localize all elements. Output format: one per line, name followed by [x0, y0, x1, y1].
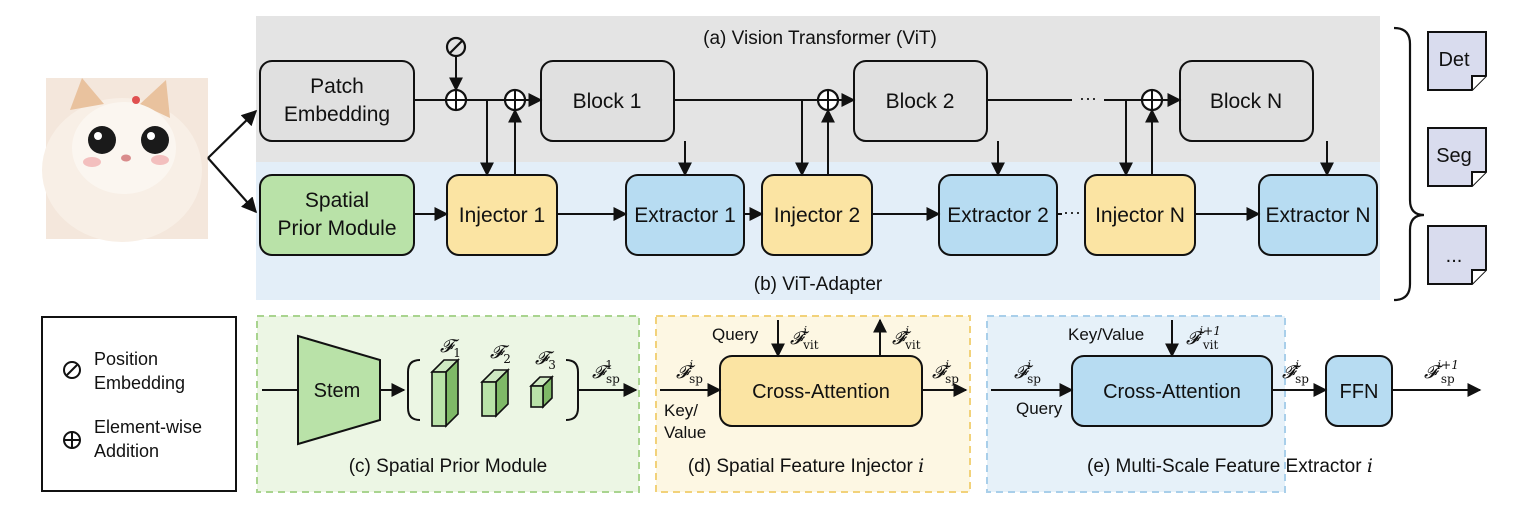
output-more-doc: ... — [1427, 225, 1487, 285]
spatial-prior-module-block: Spatial Prior Module — [259, 174, 415, 256]
svg-text:Embedding: Embedding — [284, 103, 390, 126]
svg-text:Det: Det — [1438, 49, 1470, 71]
svg-text:Block 1: Block 1 — [573, 90, 642, 113]
vit-ellipsis: ··· — [1079, 88, 1097, 108]
extractor-detail-title: (e) Multi-Scale Feature Extractor i — [1087, 455, 1373, 477]
svg-text:Block 2: Block 2 — [886, 90, 955, 113]
add-icon-1 — [444, 88, 468, 112]
stem-label: Stem — [314, 380, 361, 402]
ffn-label: FFN — [1340, 381, 1379, 403]
feature-cuboid-1 — [430, 358, 460, 428]
svg-text:Block N: Block N — [1210, 90, 1282, 113]
injector-kv-label-1: Key/ — [664, 401, 698, 420]
svg-text:...: ... — [1446, 245, 1463, 267]
legend: Position Embedding Element-wise Addition — [41, 316, 237, 492]
svg-text:Extractor N: Extractor N — [1265, 204, 1370, 227]
input-image — [42, 78, 208, 242]
block-1: Block 1 — [540, 60, 675, 142]
legend-position-embedding-icon — [63, 361, 81, 379]
block-2: Block 2 — [853, 60, 988, 142]
svg-text:Injector 1: Injector 1 — [459, 204, 545, 227]
svg-text:Spatial: Spatial — [305, 189, 369, 212]
injector-kv-label-2: Value — [664, 423, 706, 442]
svg-text:Injector 2: Injector 2 — [774, 204, 860, 227]
extractor-2-block: Extractor 2 — [938, 174, 1058, 256]
add-icon-4 — [1140, 88, 1164, 112]
svg-text:Seg: Seg — [1436, 145, 1472, 167]
svg-text:Extractor 1: Extractor 1 — [634, 204, 736, 227]
legend-add-label-1: Element-wise — [94, 417, 202, 437]
legend-pos-label-1: Position — [94, 349, 158, 369]
injector-1-block: Injector 1 — [446, 174, 558, 256]
output-seg-doc: Seg — [1427, 127, 1487, 187]
extractor-1-block: Extractor 1 — [625, 174, 745, 256]
extractor-n-block: Extractor N — [1258, 174, 1378, 256]
svg-text:Injector N: Injector N — [1095, 204, 1185, 227]
extractor-cross-attention-label: Cross-Attention — [1103, 381, 1241, 403]
extractor-query-label: Query — [1016, 399, 1063, 418]
cat-eye-left — [88, 126, 116, 154]
cat-eye-right — [141, 126, 169, 154]
patch-embedding-block: Patch Embedding — [259, 60, 415, 142]
legend-pos-label-2: Embedding — [94, 373, 185, 393]
injector-query-label: Query — [712, 325, 759, 344]
spm-detail-title: (c) Spatial Prior Module — [349, 456, 548, 477]
add-icon-2 — [503, 88, 527, 112]
vit-title: (a) Vision Transformer (ViT) — [703, 28, 937, 49]
feature-cuboid-3 — [529, 375, 554, 409]
adapter-ellipsis: ··· — [1063, 202, 1081, 222]
block-n: Block N — [1179, 60, 1314, 142]
svg-text:Patch: Patch — [310, 75, 364, 98]
spm-left-bracket — [407, 359, 421, 421]
extractor-kv-label: Key/Value — [1068, 325, 1144, 344]
feature-cuboid-2 — [480, 368, 510, 418]
adapter-title: (b) ViT-Adapter — [754, 274, 883, 295]
legend-add-label-2: Addition — [94, 441, 159, 461]
svg-text:Extractor 2: Extractor 2 — [947, 204, 1049, 227]
output-brace — [1393, 26, 1425, 302]
svg-text:Prior Module: Prior Module — [277, 217, 396, 240]
add-icon-3 — [816, 88, 840, 112]
injector-n-block: Injector N — [1084, 174, 1196, 256]
output-det-doc: Det — [1427, 31, 1487, 91]
stem-block — [297, 334, 381, 446]
injector-detail-title: (d) Spatial Feature Injector i — [688, 455, 924, 477]
injector-2-block: Injector 2 — [761, 174, 873, 256]
injector-cross-attention-label: Cross-Attention — [752, 381, 890, 403]
